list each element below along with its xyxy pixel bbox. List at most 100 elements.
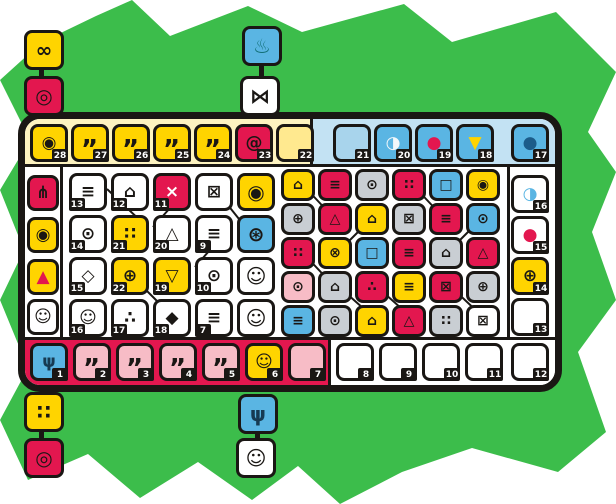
white-mask-tile-1[interactable]: ☺	[237, 257, 275, 295]
building-tile-15[interactable]: ◇15	[69, 257, 107, 295]
building-tile-17[interactable]: ∴17	[111, 299, 149, 337]
building-tile-16[interactable]: ☺16	[69, 299, 107, 337]
building-tile-9[interactable]: ≡9	[195, 215, 233, 253]
track-space-16[interactable]: ◑16	[511, 175, 549, 213]
track-space-18[interactable]: ▼18	[456, 124, 494, 162]
space-number: 22	[111, 282, 127, 295]
resource-tile-4-3[interactable]: △	[392, 305, 426, 337]
resource-tile-0-5[interactable]: ◉	[466, 169, 500, 201]
track-space-20[interactable]: ◑20	[374, 124, 412, 162]
resource-tile-4-2[interactable]: ⌂	[355, 305, 389, 337]
building-tile-20[interactable]: △20	[153, 215, 191, 253]
ring-tile[interactable]: ◎	[24, 438, 64, 478]
track-space-6[interactable]: ☺6	[245, 343, 283, 381]
resource-tile-1-4[interactable]: ≡	[429, 203, 463, 235]
building-tile-13[interactable]: ≡13	[69, 173, 107, 211]
incense-burner-icon: ♨	[253, 34, 271, 58]
track-space-11[interactable]: 11	[465, 343, 503, 381]
feather-space[interactable]: ⋔	[27, 175, 59, 211]
resource-tile-2-0[interactable]: ∷	[281, 237, 315, 269]
temple-glyph-tile[interactable]: ◉	[237, 173, 275, 211]
crossed-bones-tile[interactable]: ⋈	[240, 76, 280, 116]
vessel-tile[interactable]: ◎	[24, 76, 64, 116]
building-tile-18[interactable]: ◆18	[153, 299, 191, 337]
resource-tile-2-5[interactable]: △	[466, 237, 500, 269]
water-glyph-tile[interactable]: ⊛	[237, 215, 275, 253]
resource-tile-3-4[interactable]: ⊠	[429, 271, 463, 303]
building-tile-22[interactable]: ⊕22	[111, 257, 149, 295]
space-number: 14	[533, 282, 549, 295]
jaguar-space[interactable]: ◉	[27, 217, 59, 253]
building-tile-19[interactable]: ▽19	[153, 257, 191, 295]
sun-cross-icon: ⊕	[522, 265, 538, 286]
resource-tile-0-0[interactable]: ⌂	[281, 169, 315, 201]
resource-tile-2-4[interactable]: ⌂	[429, 237, 463, 269]
resource-tile-1-5[interactable]: ⊙	[466, 203, 500, 235]
resource-tile-3-2[interactable]: ∴	[355, 271, 389, 303]
resource-tile-2-3[interactable]: ≡	[392, 237, 426, 269]
track-space-25[interactable]: „25	[153, 123, 191, 162]
mask-tile[interactable]: ☺	[236, 438, 276, 478]
building-tile-12[interactable]: ⌂12	[111, 173, 149, 211]
track-space-27[interactable]: „27	[71, 123, 109, 162]
track-space-24[interactable]: „24	[194, 123, 232, 162]
mask-space[interactable]: ☺	[27, 299, 59, 335]
resource-tile-0-1[interactable]: ≡	[318, 169, 352, 201]
track-space-19[interactable]: ●19	[415, 124, 453, 162]
resource-tile-3-0[interactable]: ⊙	[281, 271, 315, 303]
space-number: 5	[224, 368, 240, 381]
resource-tile-1-2[interactable]: ⌂	[355, 203, 389, 235]
track-space-8[interactable]: 8	[336, 343, 374, 381]
track-space-9[interactable]: 9	[379, 343, 417, 381]
resource-tile-2-1[interactable]: ⊗	[318, 237, 352, 269]
resource-tile-0-3[interactable]: ∷	[392, 169, 426, 201]
building-tile-0-3[interactable]: ⊠	[195, 173, 233, 211]
temple-glyph-icon: ◉	[247, 180, 265, 204]
track-space-22[interactable]: 22	[276, 124, 314, 162]
building-tile-14[interactable]: ⊙14	[69, 215, 107, 253]
track-space-28[interactable]: ◉28	[30, 124, 68, 162]
resource-tile-4-1[interactable]: ⊙	[318, 305, 352, 337]
track-space-13[interactable]: 13	[511, 298, 549, 336]
building-tile-11[interactable]: ×11	[153, 173, 191, 211]
track-space-12[interactable]: 12	[511, 343, 549, 381]
resource-tile-2-2[interactable]: □	[355, 237, 389, 269]
resource-tile-3-3[interactable]: ≡	[392, 271, 426, 303]
white-mask-tile-2[interactable]: ☺	[237, 299, 275, 337]
building-tile-21[interactable]: ∷21	[111, 215, 149, 253]
track-space-10[interactable]: 10	[422, 343, 460, 381]
resource-tile-3-1[interactable]: ⌂	[318, 271, 352, 303]
hand-tile[interactable]: ψ	[238, 394, 278, 434]
resource-tile-4-4[interactable]: ∷	[429, 305, 463, 337]
building-tile-7[interactable]: ≡7	[195, 299, 233, 337]
four-dots-tile[interactable]: ∷	[24, 392, 64, 432]
track-space-5[interactable]: „5	[202, 342, 240, 381]
track-space-2[interactable]: „2	[73, 342, 111, 381]
corn-icon: ▲	[36, 266, 50, 287]
track-space-4[interactable]: „4	[159, 342, 197, 381]
tile-glyph-icon: ⌂	[292, 177, 304, 193]
track-space-17[interactable]: ●17	[511, 124, 549, 162]
resource-tile-4-0[interactable]: ≡	[281, 305, 315, 337]
resource-tile-1-1[interactable]: △	[318, 203, 352, 235]
yoke-tile[interactable]: ∞	[24, 30, 64, 70]
resource-tile-0-2[interactable]: ⊙	[355, 169, 389, 201]
track-space-15[interactable]: ●15	[511, 216, 549, 254]
track-space-14[interactable]: ⊕14	[511, 257, 549, 295]
resource-tile-1-0[interactable]: ⊕	[281, 203, 315, 235]
track-space-7[interactable]: 7	[288, 343, 326, 381]
corn-space[interactable]: ▲	[27, 259, 59, 295]
tile-glyph-icon: ≡	[329, 177, 341, 193]
track-space-21[interactable]: 21	[333, 124, 371, 162]
track-space-26[interactable]: „26	[112, 123, 150, 162]
building-tile-10[interactable]: ⊙10	[195, 257, 233, 295]
track-space-23[interactable]: @23	[235, 124, 273, 162]
track-space-3[interactable]: „3	[116, 342, 154, 381]
resource-tile-1-3[interactable]: ⊠	[392, 203, 426, 235]
resource-tile-0-4[interactable]: □	[429, 169, 463, 201]
resource-tile-4-5[interactable]: ⊠	[466, 305, 500, 337]
resource-tile-3-5[interactable]: ⊕	[466, 271, 500, 303]
incense-tile[interactable]: ♨	[242, 26, 282, 66]
